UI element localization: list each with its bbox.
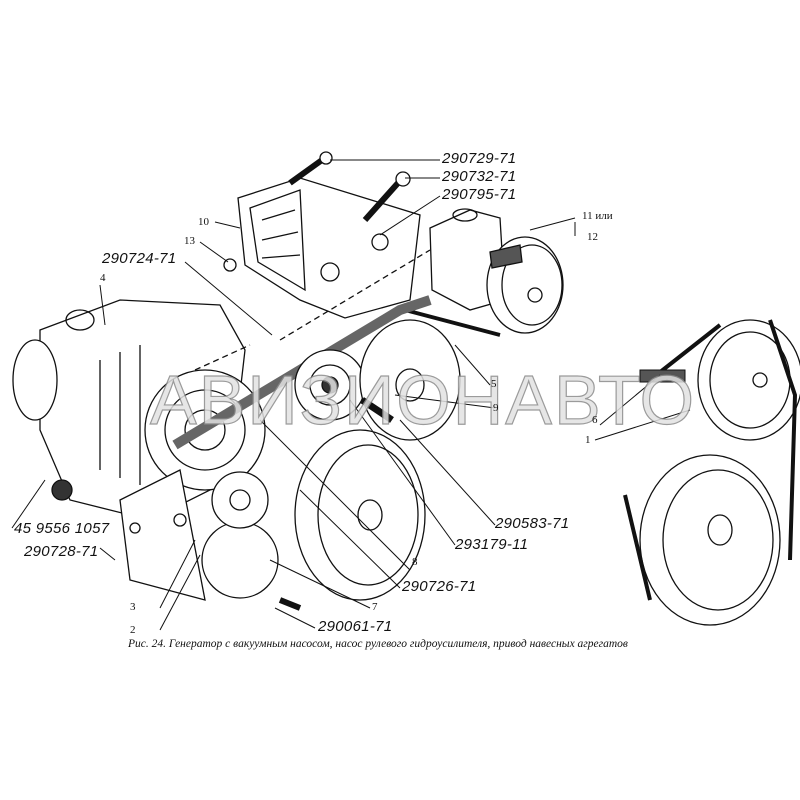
- leader-lines: [11, 159, 691, 631]
- callout-1: 1: [585, 434, 591, 446]
- callout-12: 12: [587, 231, 598, 243]
- tensioner-7: [201, 471, 302, 611]
- callout-3: 3: [130, 601, 136, 613]
- figure-caption: Рис. 24. Генератор с вакуумным насосом, …: [128, 638, 628, 650]
- callout-11: 11 или: [582, 210, 613, 222]
- belt-segment: [404, 308, 501, 337]
- crank-pulley: [294, 429, 426, 601]
- callout-8: 8: [412, 556, 418, 568]
- callout-2: 2: [130, 624, 136, 636]
- label-290724-71: 290724-71: [102, 250, 177, 267]
- bracket-10: [237, 177, 421, 319]
- drive-belt: [172, 295, 432, 450]
- label-293179-11: 293179-11: [455, 536, 529, 553]
- callout-6: 6: [592, 414, 598, 426]
- label-290583-71: 290583-71: [495, 515, 570, 532]
- watermark: АВИЗИОНАВТО: [149, 360, 697, 439]
- callout-9: 9: [493, 402, 499, 414]
- assembly-guide-lines: [194, 249, 431, 371]
- callout-10: 10: [198, 216, 209, 228]
- bracket-2: [119, 469, 206, 601]
- label-290729-71: 290729-71: [442, 150, 517, 167]
- bolts-top: [223, 151, 411, 272]
- callout-7: 7: [372, 601, 378, 613]
- label-290732-71: 290732-71: [442, 168, 517, 185]
- right-drive-assembly: [623, 319, 800, 626]
- pulley-hub-9: [359, 319, 461, 441]
- steering-pump-11: [429, 208, 564, 334]
- callout-13: 13: [184, 235, 195, 247]
- label-290061-71: 290061-71: [318, 618, 393, 635]
- label-45-9556-1057: 45 9556 1057: [14, 520, 110, 537]
- label-290728-71: 290728-71: [24, 543, 99, 560]
- callout-5: 5: [491, 378, 497, 390]
- callout-4: 4: [100, 272, 106, 284]
- label-290795-71: 290795-71: [442, 186, 517, 203]
- label-290726-71: 290726-71: [402, 578, 477, 595]
